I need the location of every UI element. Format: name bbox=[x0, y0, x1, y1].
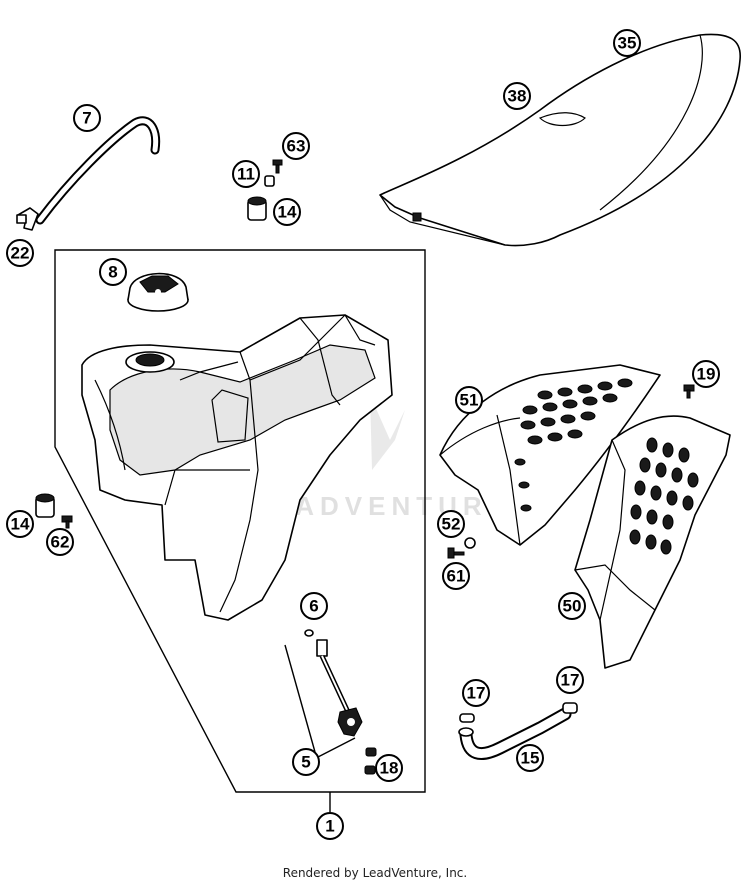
svg-text:14: 14 bbox=[11, 515, 30, 534]
callout-14-left: 14 bbox=[6, 510, 34, 538]
fuel-tank bbox=[81, 314, 393, 621]
hose-clamp-left bbox=[459, 713, 475, 723]
seat bbox=[379, 33, 741, 247]
fuel-hose bbox=[35, 116, 161, 225]
callout-51: 51 bbox=[455, 386, 483, 414]
svg-text:17: 17 bbox=[467, 684, 486, 703]
callout-15: 15 bbox=[516, 744, 544, 772]
callout-35: 35 bbox=[613, 29, 641, 57]
svg-text:17: 17 bbox=[561, 671, 580, 690]
svg-text:61: 61 bbox=[447, 567, 466, 586]
svg-text:22: 22 bbox=[11, 244, 30, 263]
svg-text:8: 8 bbox=[108, 263, 117, 282]
callout-18: 18 bbox=[375, 754, 403, 782]
callout-1: 1 bbox=[316, 812, 344, 840]
svg-text:51: 51 bbox=[460, 391, 479, 410]
callout-6: 6 bbox=[300, 592, 328, 620]
callout-38: 38 bbox=[503, 82, 531, 110]
callout-8: 8 bbox=[99, 258, 127, 286]
callout-19: 19 bbox=[692, 360, 720, 388]
fuel-cap bbox=[127, 272, 189, 312]
footer-credit: Rendered by LeadVenture, Inc. bbox=[282, 866, 468, 880]
callout-7: 7 bbox=[73, 104, 101, 132]
rubber-bushing-left bbox=[35, 493, 55, 518]
callout-22: 22 bbox=[6, 239, 34, 267]
svg-text:15: 15 bbox=[521, 749, 540, 768]
callout-5: 5 bbox=[292, 748, 320, 776]
callout-11: 11 bbox=[232, 160, 260, 188]
leader-5a bbox=[284, 644, 316, 753]
hose-elbow-fitting bbox=[16, 207, 39, 231]
svg-text:1: 1 bbox=[325, 817, 334, 836]
svg-text:5: 5 bbox=[301, 753, 310, 772]
screw-62 bbox=[61, 515, 73, 529]
callout-14-top: 14 bbox=[273, 198, 301, 226]
screw-61 bbox=[447, 547, 465, 559]
radiator-shroud-right bbox=[574, 415, 731, 669]
svg-text:18: 18 bbox=[380, 759, 399, 778]
callout-61: 61 bbox=[442, 562, 470, 590]
svg-text:11: 11 bbox=[237, 165, 255, 184]
svg-text:19: 19 bbox=[697, 365, 716, 384]
svg-text:63: 63 bbox=[287, 137, 306, 156]
svg-text:52: 52 bbox=[442, 515, 461, 534]
breather-hose bbox=[458, 707, 572, 761]
callout-63: 63 bbox=[282, 132, 310, 160]
callout-52: 52 bbox=[437, 510, 465, 538]
rubber-bushing-top bbox=[247, 196, 267, 221]
svg-text:38: 38 bbox=[508, 87, 527, 106]
svg-text:6: 6 bbox=[309, 597, 318, 616]
fuel-tap bbox=[304, 629, 363, 737]
screws-18 bbox=[364, 747, 377, 775]
leader-5b bbox=[317, 737, 356, 758]
svg-text:62: 62 bbox=[51, 533, 70, 552]
hose-clamp-right bbox=[562, 702, 578, 714]
screw-19 bbox=[683, 384, 695, 399]
washer-52 bbox=[464, 537, 476, 549]
svg-text:14: 14 bbox=[278, 203, 297, 222]
callout-17-left: 17 bbox=[462, 679, 490, 707]
spacer-11 bbox=[264, 175, 275, 187]
svg-text:7: 7 bbox=[82, 109, 91, 128]
callout-62: 62 bbox=[46, 528, 74, 556]
svg-text:50: 50 bbox=[563, 597, 582, 616]
callout-17-right: 17 bbox=[556, 666, 584, 694]
svg-text:35: 35 bbox=[618, 34, 637, 53]
screw-63 bbox=[272, 159, 283, 174]
callout-50: 50 bbox=[558, 592, 586, 620]
